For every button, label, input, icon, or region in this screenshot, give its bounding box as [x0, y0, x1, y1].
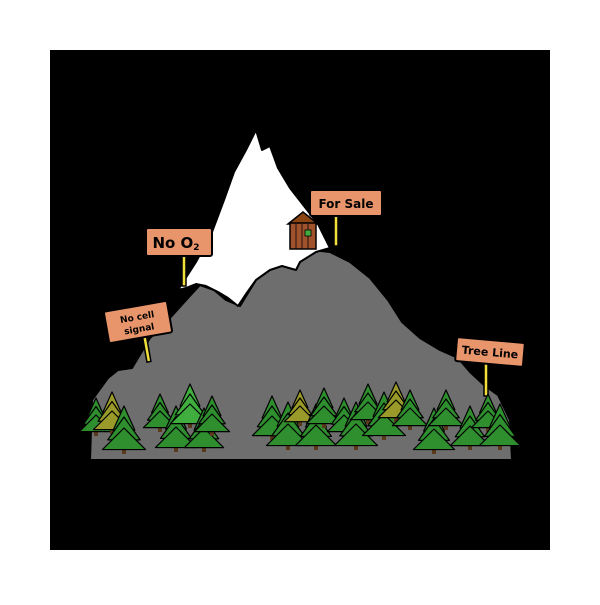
- pine-tree: [193, 395, 231, 436]
- tree-foliage: [478, 424, 522, 447]
- tree-foliage: [427, 407, 465, 427]
- mountain-snow-cap: [177, 129, 331, 307]
- sign-board: [145, 227, 213, 257]
- sign-tree-line: Tree Line: [454, 336, 526, 397]
- tree-foliage: [449, 425, 491, 447]
- sign-post: [333, 211, 339, 247]
- tree-foliage: [265, 423, 311, 447]
- sign-post: [181, 251, 187, 287]
- tree-foliage: [101, 427, 147, 451]
- tree-foliage: [154, 426, 198, 449]
- sign-no-o2-text: No O2: [152, 234, 199, 253]
- sign-no-cell-signal: No cell signal: [103, 300, 173, 363]
- pine-tree: [427, 389, 465, 430]
- tree-foliage: [391, 407, 429, 427]
- pine-tree: [305, 387, 343, 428]
- tree-foliage: [412, 428, 456, 451]
- sign-tree-line-text: Tree Line: [461, 344, 518, 362]
- pine-tree: [391, 389, 429, 430]
- sign-no-o2-subscript: 2: [193, 243, 199, 253]
- sign-for-sale: For Sale: [309, 189, 383, 247]
- tree-foliage: [193, 413, 231, 433]
- tree-foliage: [305, 405, 343, 425]
- tree-foliage: [283, 405, 317, 423]
- pine-tree: [449, 405, 491, 450]
- pine-tree: [101, 405, 147, 454]
- pine-tree: [349, 383, 387, 424]
- pine-tree: [283, 389, 317, 426]
- forest: [78, 381, 522, 454]
- sign-board: [309, 189, 383, 217]
- sign-board: [103, 300, 173, 344]
- sign-no-o2: No O2: [145, 227, 213, 287]
- cabin: [285, 211, 321, 250]
- tree-foliage: [294, 424, 338, 447]
- pine-tree: [478, 403, 522, 450]
- sign-post: [483, 359, 489, 397]
- sign-board: [454, 336, 526, 368]
- sign-for-sale-text: For Sale: [318, 197, 373, 211]
- tree-foliage: [183, 427, 225, 449]
